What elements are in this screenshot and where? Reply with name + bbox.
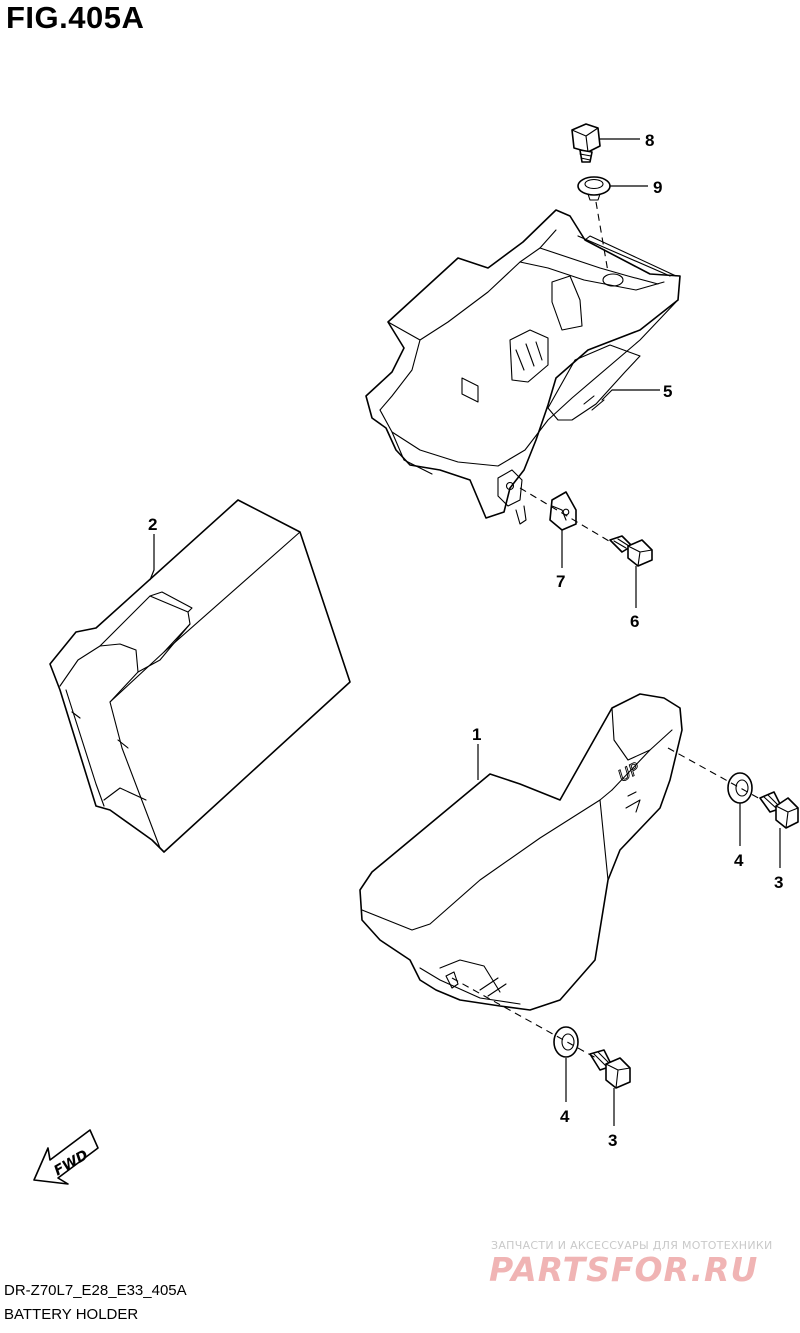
part-7-clip[interactable] bbox=[549, 491, 577, 531]
callout-2: 2 bbox=[148, 515, 157, 534]
watermark-tagline: ЗАПЧАСТИ И АКСЕССУАРЫ ДЛЯ МОТОТЕХНИКИ bbox=[491, 1239, 773, 1252]
alignment-line-3-lower bbox=[451, 977, 597, 1059]
model-code: DR-Z70L7_E28_E33_405A bbox=[4, 1282, 187, 1299]
part-3-screw-lower[interactable] bbox=[589, 1049, 631, 1089]
part-8-bolt[interactable] bbox=[571, 123, 601, 163]
part-5-battery-tray[interactable] bbox=[365, 209, 681, 525]
fwd-arrow-icon: FWD bbox=[33, 1129, 99, 1185]
figure-title: FIG.405A bbox=[6, 0, 145, 35]
part-6-screw[interactable] bbox=[609, 535, 653, 567]
callout-4-upper: 4 bbox=[734, 851, 744, 870]
watermark-logo: PARTSFOR.RU bbox=[489, 1250, 759, 1289]
callout-1: 1 bbox=[472, 725, 481, 744]
figure-caption: BATTERY HOLDER bbox=[4, 1306, 139, 1323]
callout-3-upper: 3 bbox=[774, 873, 783, 892]
callout-6: 6 bbox=[630, 612, 639, 631]
callout-7: 7 bbox=[556, 572, 565, 591]
part-4-washer-lower[interactable] bbox=[553, 1026, 579, 1058]
callout-9: 9 bbox=[653, 178, 662, 197]
part-9-grommet[interactable] bbox=[577, 176, 611, 201]
part-3-screw-upper[interactable] bbox=[759, 791, 799, 829]
part-4-washer-upper[interactable] bbox=[727, 772, 753, 804]
part-2-battery-case[interactable] bbox=[49, 499, 351, 853]
alignment-line-3-upper bbox=[667, 747, 763, 801]
alignment-line-6 bbox=[519, 487, 615, 545]
callout-4-lower: 4 bbox=[560, 1107, 570, 1126]
part-1-holder-cover[interactable]: UP bbox=[359, 693, 683, 1011]
callout-5: 5 bbox=[663, 382, 672, 401]
callout-3-lower: 3 bbox=[608, 1131, 617, 1150]
callout-8: 8 bbox=[645, 131, 654, 150]
